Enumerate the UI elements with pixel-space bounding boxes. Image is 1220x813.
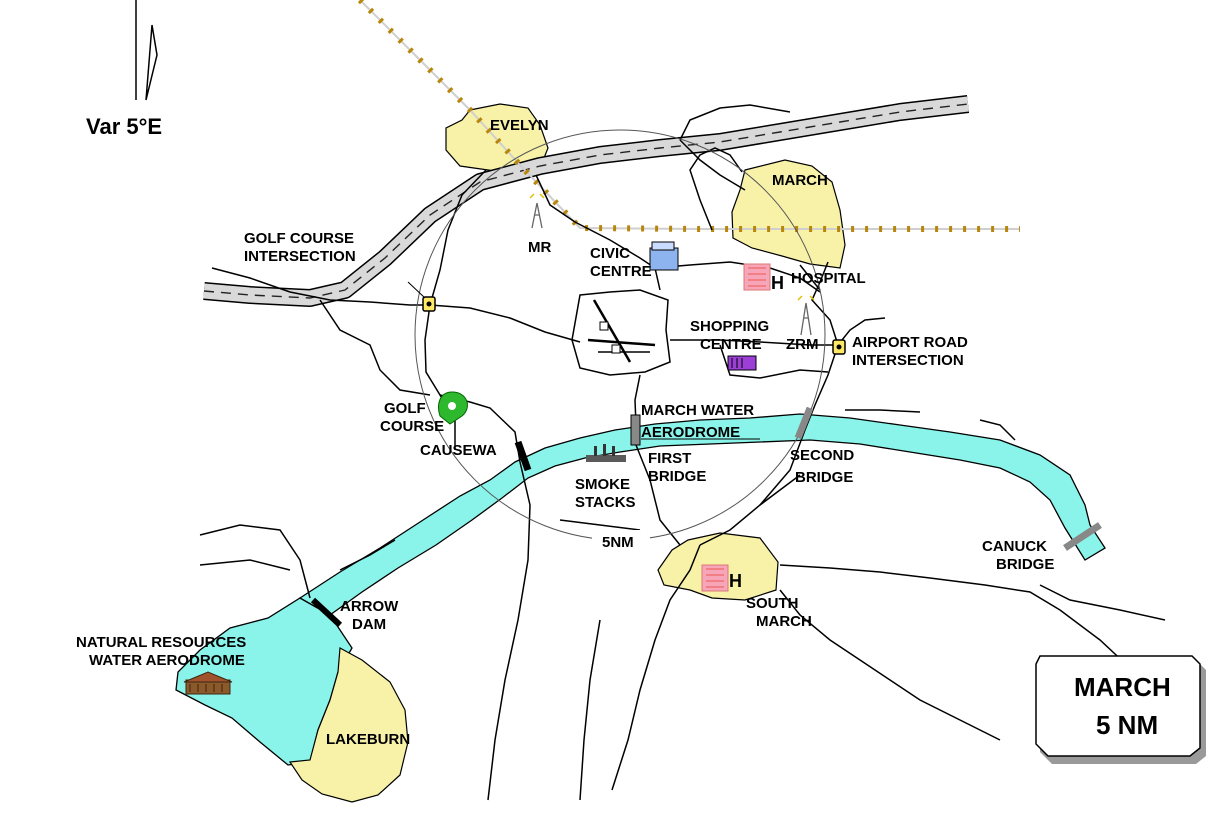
airport-road-intersection-light-icon [832,339,846,355]
evelyn-label: EVELYN [490,117,549,134]
title-box: MARCH 5 NM [1035,655,1206,764]
march-water-aerodrome-label-1: MARCH WATER [641,402,754,419]
civic-centre-label-1: CIVIC [590,245,630,262]
south-march-hospital-icon [701,564,729,592]
title-box-line2: 5 NM [1096,710,1158,740]
golf-course-icon [438,391,468,425]
mr-radio-tower-icon [529,193,545,229]
zrm-radio-tower-icon [797,295,815,336]
smoke-stacks-label-2: STACKS [575,494,636,511]
arrow-dam [310,597,343,628]
causeway-bridge [514,440,532,472]
zrm-label: ZRM [786,336,819,353]
natural-resources-label-1: NATURAL RESOURCES [76,634,246,651]
ring-label: 5NM [602,534,634,551]
causeway-label: CAUSEWA [420,442,497,459]
second-bridge-label-2: BRIDGE [795,469,853,486]
first-bridge [630,414,641,446]
arrow-dam-label-1: ARROW [340,598,399,615]
lakeburn-label: LAKEBURN [326,731,410,748]
title-box-line1: MARCH [1074,672,1171,702]
march-label: MARCH [772,172,828,189]
smoke-stacks-label-1: SMOKE [575,476,630,493]
march-water-aerodrome-label-2: AERODROME [641,424,740,441]
golf-course-label-2: COURSE [380,418,444,435]
seaplane-base-icon [183,671,233,695]
south-march-hospital-marker: H [729,571,742,591]
first-bridge-label-1: FIRST [648,450,691,467]
civic-centre-label-2: CENTRE [590,263,652,280]
variation-label: Var 5°E [86,114,162,139]
natural-resources-label-2: WATER AERODROME [89,652,245,669]
mr-label: MR [528,239,551,256]
second-bridge-label-1: SECOND [790,447,854,464]
aerodrome-icon [587,299,656,363]
canuck-bridge-label-2: BRIDGE [996,556,1054,573]
airport-road-intersection-label-1: AIRPORT ROAD [852,334,968,351]
canuck-bridge [1063,522,1102,551]
smoke-stacks-icon [586,444,626,462]
north-arrow-icon [135,0,158,101]
shopping-centre-label-1: SHOPPING [690,318,769,335]
railway [357,0,1020,232]
range-ring-5nm [414,129,826,550]
south-march-label-2: MARCH [756,613,812,630]
south-march-label-1: SOUTH [746,595,799,612]
river [298,413,1106,616]
hospital-icon [743,263,771,291]
hospital-label: HOSPITAL [791,270,866,287]
airport-road-intersection-label-2: INTERSECTION [852,352,964,369]
golf-course-intersection-label-2: INTERSECTION [244,248,356,265]
first-bridge-label-2: BRIDGE [648,468,706,485]
civic-centre-icon [649,241,679,271]
golf-course-intersection-label-1: GOLF COURSE [244,230,354,247]
march-town [731,159,846,269]
canuck-bridge-label-1: CANUCK [982,538,1047,555]
second-bridge [794,406,814,440]
golf-course-label-1: GOLF [384,400,426,417]
lakeburn-town [288,647,409,803]
arrow-dam-label-2: DAM [352,616,386,633]
shopping-centre-label-2: CENTRE [700,336,762,353]
roads [199,104,1166,801]
bridges [310,406,1102,628]
golf-course-intersection-light-icon [422,296,436,312]
shopping-centre-icon [727,355,757,371]
highway [203,95,970,307]
hospital-marker: H [771,273,784,293]
